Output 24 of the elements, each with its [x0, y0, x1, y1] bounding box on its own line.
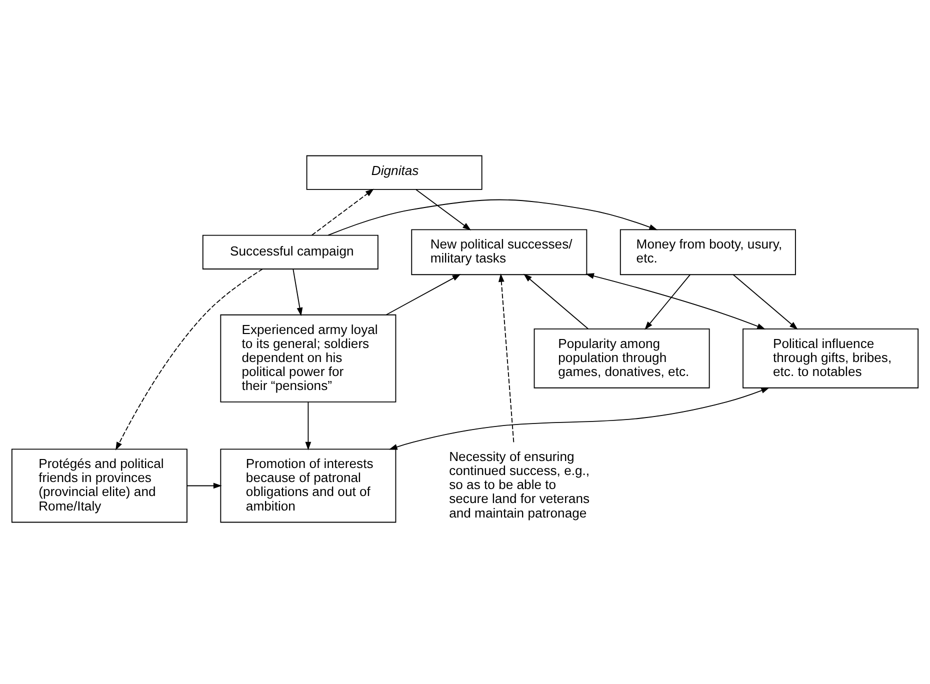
arrow — [732, 274, 798, 330]
arrow — [586, 272, 766, 329]
arrow — [305, 401, 312, 450]
node-box: Successful campaign — [202, 234, 378, 269]
node-box: Promotion of interests because of patronal obligations and out of ambition — [220, 448, 396, 522]
node-box: Money from booty, usury, etc. — [620, 228, 796, 275]
node-box: Dignitas — [306, 154, 482, 190]
node-box: Protégés and political friends in provinces (provincial elite) and Rome/Italy — [11, 448, 188, 522]
arrow — [328, 198, 658, 236]
node-box: New political successes/ military tasks — [411, 228, 588, 275]
arrow — [186, 482, 222, 488]
arrow — [388, 386, 770, 450]
arrow — [116, 268, 264, 450]
node-box: Experienced army loyal to its general; soldiers dependent on his political power for their “pensions” — [220, 314, 396, 402]
arrow — [524, 273, 589, 329]
node-box: Popularity among population through games, donatives, etc. — [534, 328, 710, 388]
arrow — [311, 188, 374, 236]
arrow — [386, 274, 461, 315]
arrow — [416, 188, 472, 230]
arrow — [644, 274, 691, 330]
node-box: Political influence through gifts, bribes, etc. to notables — [742, 328, 919, 388]
node-text: Necessity of ensuring continued success, e.g., so as to be able to secure land for veterans and maintain patronage — [449, 448, 590, 520]
arrow — [498, 272, 514, 442]
arrow — [292, 268, 303, 316]
